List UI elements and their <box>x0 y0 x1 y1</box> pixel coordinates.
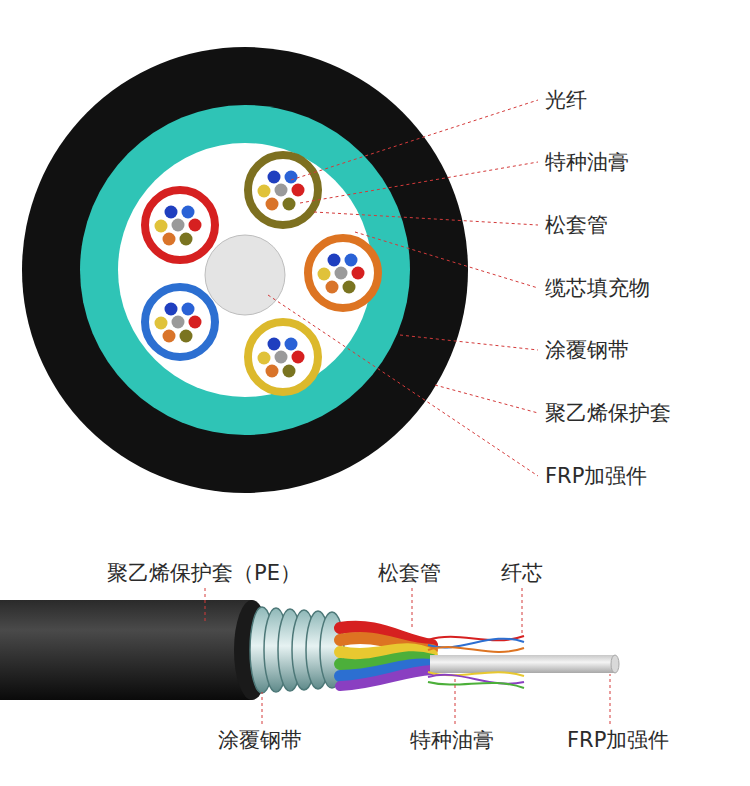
part-label: 缆芯填充物 <box>543 275 652 301</box>
part-label: 光纤 <box>543 87 589 113</box>
part-label: FRP加强件 <box>565 727 671 753</box>
part-label: 特种油膏 <box>408 727 496 753</box>
part-label: 松套管 <box>543 212 610 238</box>
part-label: 纤芯 <box>499 560 545 586</box>
part-label: 特种油膏 <box>543 149 631 175</box>
part-label: 涂覆钢带 <box>543 337 631 363</box>
part-label: 聚乙烯保护套（PE） <box>105 560 303 586</box>
part-label: 松套管 <box>376 560 443 586</box>
part-label: 涂覆钢带 <box>216 727 304 753</box>
part-label: 聚乙烯保护套 <box>543 400 673 426</box>
part-label: FRP加强件 <box>543 463 649 489</box>
